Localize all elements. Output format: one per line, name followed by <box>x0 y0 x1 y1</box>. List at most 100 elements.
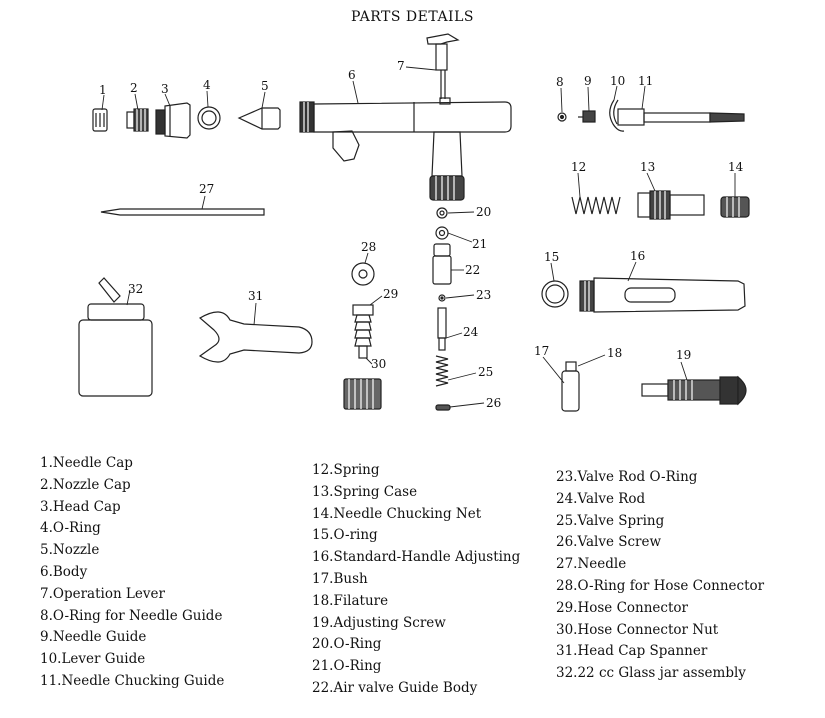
part-air-valve-guide-body <box>432 243 452 285</box>
part-spring-case <box>637 190 705 220</box>
part-valve-spring <box>435 355 449 387</box>
part-needle-guide <box>578 110 596 123</box>
legend-item: 8.O-Ring for Needle Guide <box>40 607 223 624</box>
part-o-ring-4 <box>197 106 221 130</box>
part-number-28: 28 <box>361 240 376 254</box>
legend-item: 12.Spring <box>312 462 380 478</box>
part-number-5: 5 <box>261 79 269 93</box>
part-body <box>299 97 512 201</box>
part-hose-connector-nut <box>343 378 382 410</box>
part-number-7: 7 <box>397 59 405 73</box>
legend-item: 19.Adjusting Screw <box>312 614 446 631</box>
part-number-16: 16 <box>630 249 645 263</box>
legend-item: 4.O-Ring <box>40 520 101 537</box>
leader-lines <box>101 66 736 408</box>
legend-item: 26.Valve Screw <box>556 534 662 551</box>
legend-item: 22.Air valve Guide Body <box>312 679 478 696</box>
legend-item: 32.22 cc Glass jar assembly <box>556 665 746 682</box>
legend-item: 18.Filature <box>312 592 389 609</box>
part-nozzle <box>237 107 281 130</box>
part-number-22: 22 <box>465 263 480 277</box>
part-number-6: 6 <box>348 68 356 82</box>
legend-item: 1.Needle Cap <box>40 455 133 471</box>
part-number-26: 26 <box>486 396 501 410</box>
part-needle-cap <box>92 108 108 132</box>
legend-column-2: 12.Spring 13.Spring Case 14.Needle Chuck… <box>312 460 520 700</box>
part-number-9: 9 <box>584 74 592 88</box>
part-valve-screw <box>435 404 451 411</box>
part-standard-handle <box>579 277 746 313</box>
legend-column-1: 1.Needle Cap 2.Nozzle Cap 3.Head Cap 4.O… <box>40 453 224 693</box>
legend-item: 30.Hose Connector Nut <box>556 621 719 638</box>
part-valve-rod-o-ring <box>438 294 446 302</box>
part-adjusting-screw <box>641 375 747 406</box>
part-glass-jar-assembly <box>78 277 153 397</box>
legend-item: 31.Head Cap Spanner <box>556 643 708 660</box>
legend-item: 17.Bush <box>312 570 368 587</box>
part-valve-rod <box>437 307 447 351</box>
legend-item: 3.Head Cap <box>40 498 121 515</box>
part-number-29: 29 <box>383 287 398 301</box>
legend-item: 29.Hose Connector <box>556 599 688 616</box>
legend-item: 24.Valve Rod <box>556 490 646 507</box>
part-number-18: 18 <box>607 346 622 360</box>
part-o-ring-20 <box>436 207 448 219</box>
part-nozzle-cap <box>126 108 149 132</box>
legend-item: 15.O-ring <box>312 527 378 544</box>
legend-item: 16.Standard-Handle Adjusting <box>312 549 521 566</box>
part-number-12: 12 <box>571 160 586 174</box>
part-number-11: 11 <box>638 74 653 88</box>
part-number-25: 25 <box>478 365 493 379</box>
part-number-27: 27 <box>199 182 214 196</box>
part-needle <box>100 208 265 216</box>
part-number-14: 14 <box>728 160 744 174</box>
legend-item: 13.Spring Case <box>312 483 418 500</box>
part-number-15: 15 <box>544 250 559 264</box>
legend-item: 27.Needle <box>556 556 627 573</box>
part-number-10: 10 <box>610 74 625 88</box>
part-spring <box>571 196 621 215</box>
part-head-cap-spanner <box>198 311 313 363</box>
part-number-19: 19 <box>676 348 691 362</box>
part-bush <box>561 370 580 412</box>
part-number-21: 21 <box>472 237 487 251</box>
part-number-labels: 1 2 3 4 5 6 7 8 9 10 11 12 13 14 15 16 1… <box>99 59 744 410</box>
part-number-4: 4 <box>203 78 211 92</box>
part-head-cap <box>155 102 191 139</box>
part-needle-chucking-net <box>720 196 750 218</box>
part-o-ring-21 <box>435 226 449 240</box>
legend-item: 28.O-Ring for Hose Connector <box>556 577 765 594</box>
legend-item: 25.Valve Spring <box>556 512 665 529</box>
exploded-parts-diagram: 1 2 3 4 5 6 7 8 9 10 11 12 13 14 15 16 1… <box>78 33 750 412</box>
part-o-ring-hose-connector <box>351 262 375 286</box>
legend-item: 21.O-Ring <box>312 658 382 675</box>
legend-item: 6.Body <box>40 563 88 580</box>
part-hose-connector <box>352 304 374 359</box>
part-number-32: 32 <box>128 282 143 296</box>
legend-item: 10.Lever Guide <box>40 651 146 668</box>
part-number-2: 2 <box>130 81 138 95</box>
legend-item: 20.O-Ring <box>312 636 382 653</box>
legend-column-3: 23.Valve Rod O-Ring 24.Valve Rod 25.Valv… <box>556 467 764 685</box>
part-number-31: 31 <box>248 289 263 303</box>
part-number-8: 8 <box>556 75 564 89</box>
part-o-ring-15 <box>541 280 569 308</box>
legend-item: 5.Nozzle <box>40 542 100 559</box>
part-number-24: 24 <box>463 325 479 339</box>
legend-item: 9.Needle Guide <box>40 629 147 646</box>
part-number-17: 17 <box>534 344 549 358</box>
part-number-20: 20 <box>476 205 491 219</box>
part-number-1: 1 <box>99 83 107 97</box>
part-operation-lever <box>426 33 460 99</box>
page-title: PARTS DETAILS <box>351 9 474 25</box>
legend-item: 2.Nozzle Cap <box>40 476 131 493</box>
part-needle-chucking-guide <box>617 108 745 126</box>
part-lever-guide <box>609 99 625 132</box>
part-filature <box>565 361 577 372</box>
part-number-30: 30 <box>371 357 386 371</box>
part-number-3: 3 <box>161 82 169 96</box>
legend-item: 23.Valve Rod O-Ring <box>556 469 698 485</box>
part-number-23: 23 <box>476 288 491 302</box>
part-o-ring-needle-guide <box>557 112 567 122</box>
legend-item: 7.Operation Lever <box>40 585 165 602</box>
